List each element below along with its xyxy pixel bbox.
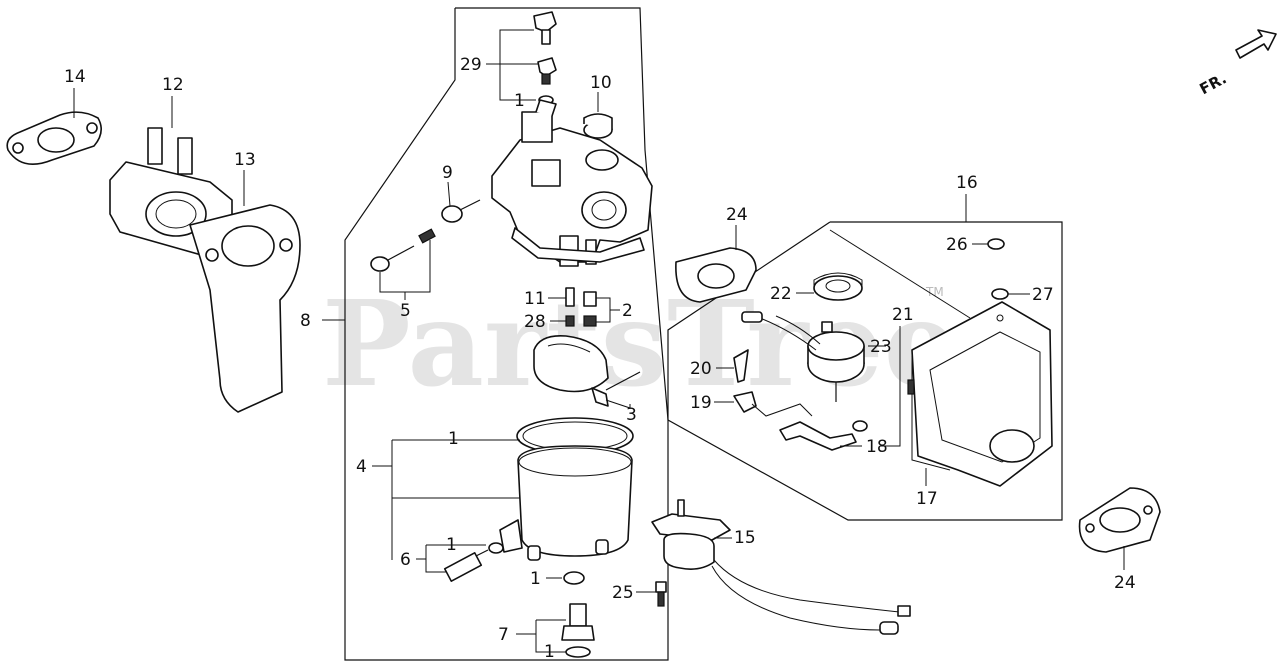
- part-23-motor: [741, 311, 865, 402]
- part-3-float: [533, 334, 641, 407]
- callout-15: 15: [734, 528, 756, 548]
- callout-20: 20: [690, 359, 712, 379]
- callout-14: 14: [64, 67, 86, 87]
- callout-9: 9: [442, 163, 453, 183]
- part-4-float-bowl: [499, 417, 634, 561]
- part-9-screw: [441, 181, 481, 223]
- callout-19: 19: [690, 393, 712, 413]
- callout-23: 23: [870, 337, 892, 357]
- callout-10: 10: [590, 73, 612, 93]
- callout-25: 25: [612, 583, 634, 603]
- callout-28: 28: [524, 312, 546, 332]
- part-10-cap: [583, 92, 613, 139]
- part-14-gasket: [6, 88, 102, 166]
- part-19-clip: [733, 391, 757, 413]
- callout-13: 13: [234, 150, 256, 170]
- callout-1-jet: 1: [446, 535, 457, 555]
- watermark-tm: TM: [925, 285, 944, 299]
- part-11-28-2-jets: [565, 287, 597, 327]
- part-22-grommet: [813, 272, 863, 301]
- part-13-plate: [189, 170, 301, 413]
- part-18-lever: [779, 420, 868, 451]
- callout-5: 5: [400, 301, 411, 321]
- front-arrow-icon: [1235, 29, 1277, 59]
- callout-1-bowl: 1: [448, 429, 459, 449]
- callout-22: 22: [770, 284, 792, 304]
- callout-24-bottom: 24: [1114, 573, 1136, 593]
- callout-29: 29: [460, 55, 482, 75]
- carburetor-group-outline: [344, 7, 669, 661]
- group-divider-line: [829, 229, 971, 319]
- callout-16: 16: [956, 173, 978, 193]
- callout-11: 11: [524, 289, 546, 309]
- callout-8: 8: [300, 311, 311, 331]
- callout-1-top: 1: [514, 91, 525, 111]
- governor-group-outline: [667, 221, 1063, 521]
- part-29-pilot-screw: [533, 11, 557, 105]
- part-7-bowl-bolt: [561, 603, 595, 658]
- part-20-pin: [733, 349, 749, 383]
- callout-6: 6: [400, 550, 411, 570]
- callout-1-bot: 1: [544, 642, 555, 662]
- callout-4: 4: [356, 457, 367, 477]
- callout-7: 7: [498, 625, 509, 645]
- drain-washer: [563, 571, 585, 585]
- part-24-gasket-bottom: [1078, 487, 1161, 570]
- callout-18: 18: [866, 437, 888, 457]
- carburetor-body: [491, 99, 653, 267]
- callout-2: 2: [622, 301, 633, 321]
- callout-1-drain: 1: [530, 569, 541, 589]
- part-24-gasket-top: [675, 225, 757, 303]
- callout-24-top: 24: [726, 205, 748, 225]
- callout-3: 3: [626, 405, 637, 425]
- callout-26: 26: [946, 235, 968, 255]
- callout-12: 12: [162, 75, 184, 95]
- callout-17: 17: [916, 489, 938, 509]
- front-label: FR.: [1197, 69, 1230, 98]
- callout-21: 21: [892, 305, 914, 325]
- part-27-washer: [991, 288, 1009, 300]
- part-5-throttle-stop-screw: [370, 228, 436, 272]
- part-17-cover: [907, 301, 1053, 487]
- callout-27: 27: [1032, 285, 1054, 305]
- part-6-drain-screw: [443, 542, 504, 582]
- part-26-washer: [987, 238, 1005, 250]
- front-direction-indicator: FR.: [1197, 29, 1277, 98]
- part-25-screw: [655, 581, 667, 607]
- part-15-solenoid: [651, 499, 911, 635]
